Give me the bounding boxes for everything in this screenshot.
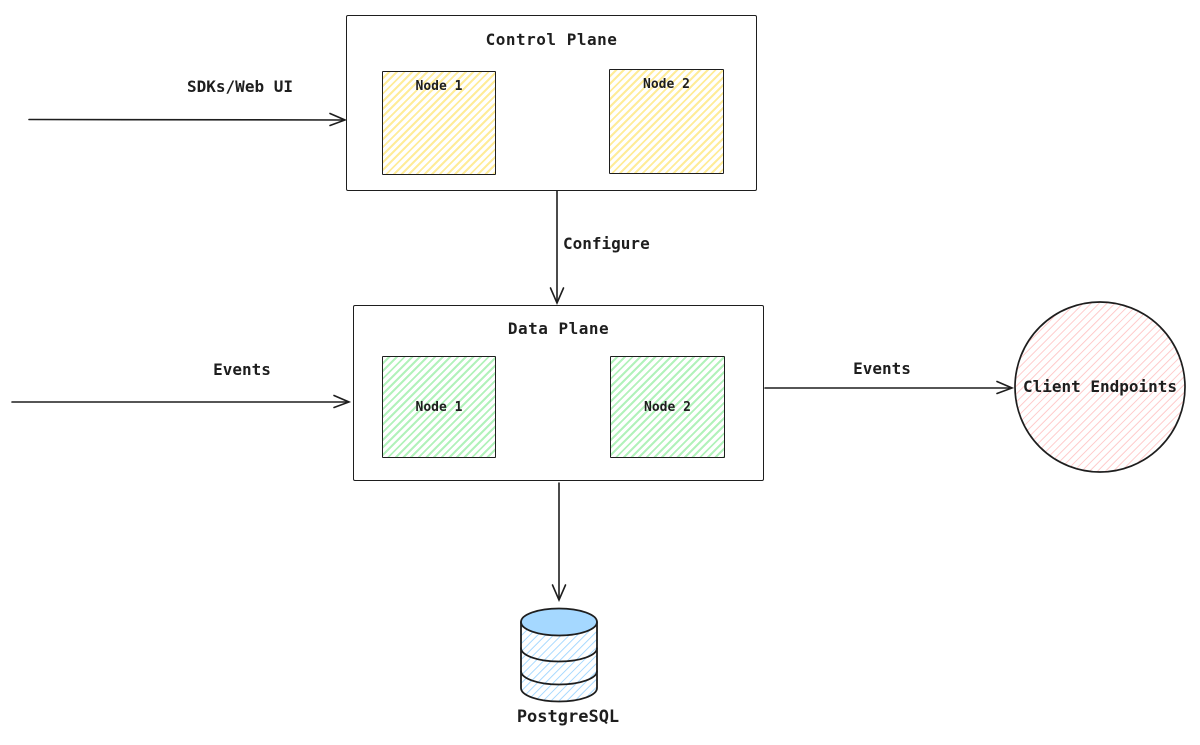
arrow-sdks-web-ui xyxy=(28,112,348,127)
arrow-configure xyxy=(549,190,565,306)
arrow-events-out xyxy=(764,380,1015,395)
control-plane-title: Control Plane xyxy=(485,30,618,49)
database-icon xyxy=(520,607,598,703)
control-plane-node-1: Node 1 xyxy=(382,71,496,175)
node-label: Node 1 xyxy=(415,399,463,415)
data-plane-box: Data Plane Node 1 Node 2 xyxy=(353,305,764,481)
edge-label-configure: Configure xyxy=(563,234,650,253)
edge-label-sdks-web-ui: SDKs/Web UI xyxy=(187,77,293,96)
database-label: PostgreSQL xyxy=(516,707,620,727)
edge-label-events-out: Events xyxy=(853,359,911,378)
control-plane-node-2: Node 2 xyxy=(609,69,724,174)
node-label: Node 2 xyxy=(643,77,690,92)
data-plane-title: Data Plane xyxy=(507,319,610,338)
node-label: Node 1 xyxy=(415,79,463,94)
edge-label-events-in: Events xyxy=(213,360,271,379)
data-plane-node-2: Node 2 xyxy=(610,356,725,458)
client-endpoints-label: Client Endpoints xyxy=(1022,377,1178,396)
node-label: Node 2 xyxy=(644,399,691,415)
control-plane-box: Control Plane Node 1 Node 2 xyxy=(346,15,757,191)
arrow-data-to-db xyxy=(551,482,567,603)
data-plane-node-1: Node 1 xyxy=(382,356,496,458)
arrow-events-in xyxy=(11,394,352,409)
